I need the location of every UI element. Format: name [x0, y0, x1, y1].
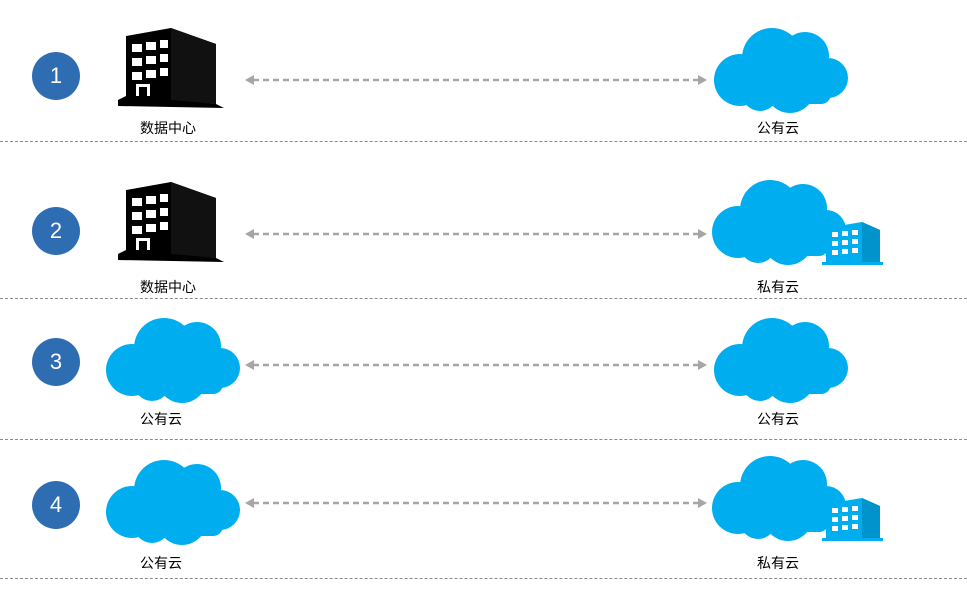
building-icon	[118, 28, 224, 108]
private-cloud-icon	[712, 180, 883, 265]
row-separator	[0, 439, 967, 440]
bidirectional-arrow	[245, 360, 707, 370]
step-number: 1	[49, 63, 63, 88]
step-number: 4	[49, 492, 63, 517]
row-separator	[0, 298, 967, 299]
right-node-label: 公有云	[757, 121, 799, 137]
left-node-label: 数据中心	[140, 280, 196, 296]
cloud-icon	[106, 460, 240, 545]
cloud-icon	[714, 318, 848, 403]
left-node-label: 数据中心	[140, 121, 196, 137]
step-badge-4: 4	[32, 481, 80, 529]
row-separator	[0, 578, 967, 579]
left-node-label: 公有云	[140, 412, 182, 428]
private-cloud-icon	[712, 456, 883, 541]
bidirectional-arrow	[245, 229, 707, 239]
step-number: 3	[49, 349, 63, 374]
building-icon	[118, 182, 224, 262]
step-badge-3: 3	[32, 338, 80, 386]
step-badge-1: 1	[32, 52, 80, 100]
cloud-icon	[106, 318, 240, 403]
step-badge-2: 2	[32, 207, 80, 255]
right-node-label: 私有云	[757, 280, 799, 296]
bidirectional-arrow	[245, 498, 707, 508]
right-node-label: 私有云	[757, 556, 799, 572]
step-number: 2	[49, 218, 63, 243]
cloud-icon	[714, 28, 848, 113]
left-node-label: 公有云	[140, 556, 182, 572]
bidirectional-arrow	[245, 75, 707, 85]
row-separator	[0, 141, 967, 142]
right-node-label: 公有云	[757, 412, 799, 428]
